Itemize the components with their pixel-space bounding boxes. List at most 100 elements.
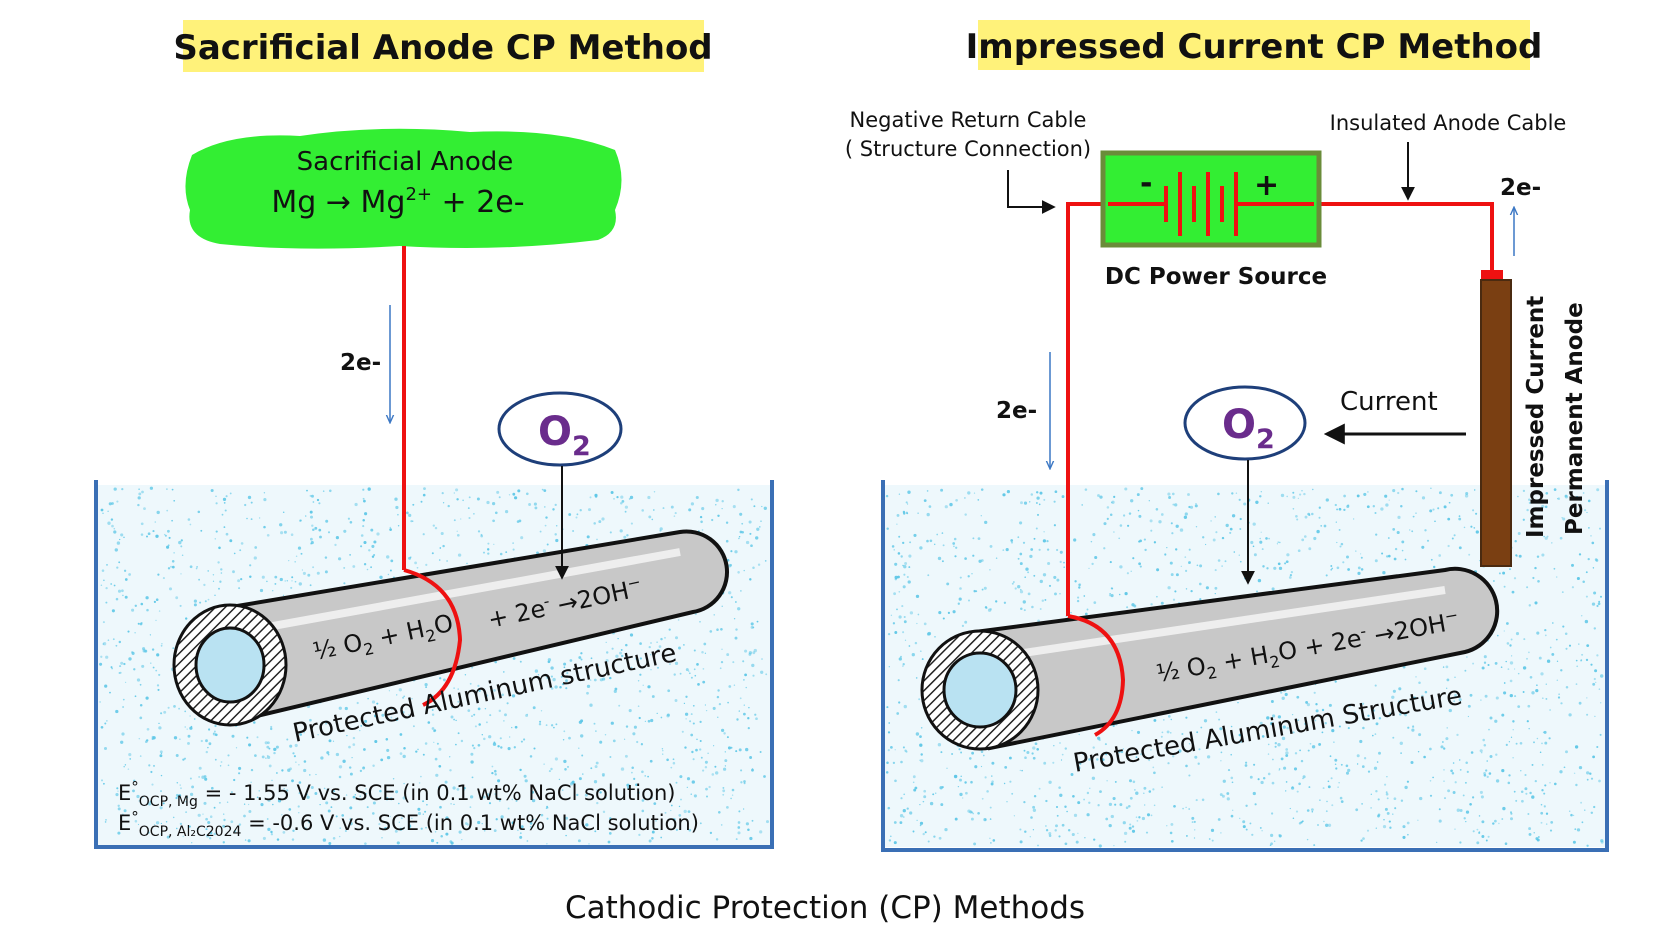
water-speckle	[684, 712, 689, 716]
water-speckle	[1374, 733, 1377, 735]
water-speckle	[593, 678, 597, 682]
water-speckle	[644, 720, 647, 723]
insulated-cable-label: Insulated Anode Cable	[1330, 111, 1567, 135]
water-speckle	[136, 794, 140, 799]
water-speckle	[1277, 715, 1282, 719]
water-speckle	[124, 578, 128, 581]
water-speckle	[540, 813, 544, 817]
water-speckle	[163, 533, 166, 536]
water-speckle	[667, 689, 671, 693]
water-speckle	[1149, 519, 1153, 523]
water-speckle	[1118, 750, 1121, 754]
water-speckle	[1580, 659, 1583, 661]
water-speckle	[512, 548, 515, 551]
water-speckle	[1122, 748, 1125, 750]
water-speckle	[893, 592, 896, 596]
water-speckle	[341, 814, 345, 817]
water-speckle	[604, 796, 607, 799]
water-speckle	[349, 818, 353, 821]
water-speckle	[100, 508, 104, 512]
water-speckle	[1077, 596, 1080, 599]
water-speckle	[1529, 791, 1532, 795]
water-speckle	[519, 832, 522, 835]
water-speckle	[312, 501, 315, 503]
water-speckle	[1346, 504, 1350, 509]
water-speckle	[906, 575, 909, 579]
water-speckle	[633, 819, 635, 821]
water-speckle	[1131, 829, 1136, 833]
water-speckle	[1091, 562, 1094, 566]
water-speckle	[199, 601, 202, 604]
water-speckle	[119, 538, 121, 541]
water-speckle	[1513, 668, 1516, 670]
water-speckle	[218, 546, 221, 550]
water-speckle	[1231, 492, 1234, 495]
water-speckle	[310, 785, 314, 790]
water-speckle	[740, 769, 743, 772]
water-speckle	[1517, 495, 1519, 498]
water-speckle	[1285, 751, 1289, 755]
water-speckle	[1586, 697, 1588, 699]
water-speckle	[898, 535, 901, 538]
water-speckle	[1259, 495, 1262, 498]
water-speckle	[747, 717, 750, 720]
water-speckle	[902, 585, 906, 589]
water-speckle	[150, 770, 153, 774]
water-speckle	[922, 800, 925, 803]
water-speckle	[334, 543, 337, 547]
water-speckle	[1053, 744, 1055, 747]
water-speckle	[262, 836, 266, 840]
water-speckle	[482, 795, 486, 799]
water-speckle	[223, 818, 226, 822]
water-speckle	[1139, 565, 1142, 568]
water-speckle	[141, 490, 144, 494]
water-speckle	[1593, 591, 1597, 595]
water-speckle	[1184, 556, 1187, 558]
water-speckle	[568, 736, 571, 740]
water-speckle	[1175, 548, 1178, 551]
water-speckle	[1297, 719, 1300, 722]
water-speckle	[703, 642, 707, 646]
water-speckle	[1513, 790, 1516, 793]
water-speckle	[749, 532, 752, 535]
water-speckle	[1170, 732, 1172, 734]
water-speckle	[1097, 804, 1100, 807]
water-speckle	[1166, 546, 1168, 549]
water-speckle	[541, 488, 544, 491]
water-speckle	[672, 761, 676, 765]
water-speckle	[559, 686, 562, 689]
water-speckle	[896, 712, 900, 715]
water-speckle	[292, 752, 295, 755]
water-speckle	[335, 815, 338, 818]
water-speckle	[1308, 547, 1312, 551]
water-speckle	[1465, 492, 1469, 495]
water-speckle	[1586, 511, 1588, 514]
water-speckle	[146, 727, 150, 731]
water-speckle	[1407, 833, 1409, 836]
water-speckle	[1531, 691, 1535, 695]
water-speckle	[578, 720, 583, 724]
water-speckle	[717, 689, 720, 692]
water-speckle	[112, 638, 115, 641]
water-speckle	[1171, 532, 1174, 535]
water-speckle	[690, 676, 693, 679]
water-speckle	[1239, 560, 1242, 563]
water-speckle	[615, 654, 619, 658]
water-speckle	[1505, 660, 1507, 663]
water-speckle	[916, 819, 918, 822]
water-speckle	[1221, 794, 1225, 798]
water-speckle	[455, 743, 457, 746]
water-speckle	[139, 716, 143, 720]
water-speckle	[920, 727, 923, 729]
water-speckle	[1383, 819, 1385, 821]
water-speckle	[1587, 557, 1590, 561]
water-speckle	[151, 648, 155, 651]
water-speckle	[901, 605, 904, 608]
water-speckle	[1335, 521, 1337, 523]
water-speckle	[214, 733, 218, 737]
water-speckle	[1184, 512, 1188, 516]
water-speckle	[354, 794, 356, 796]
water-speckle	[167, 706, 170, 709]
water-speckle	[1456, 733, 1459, 737]
